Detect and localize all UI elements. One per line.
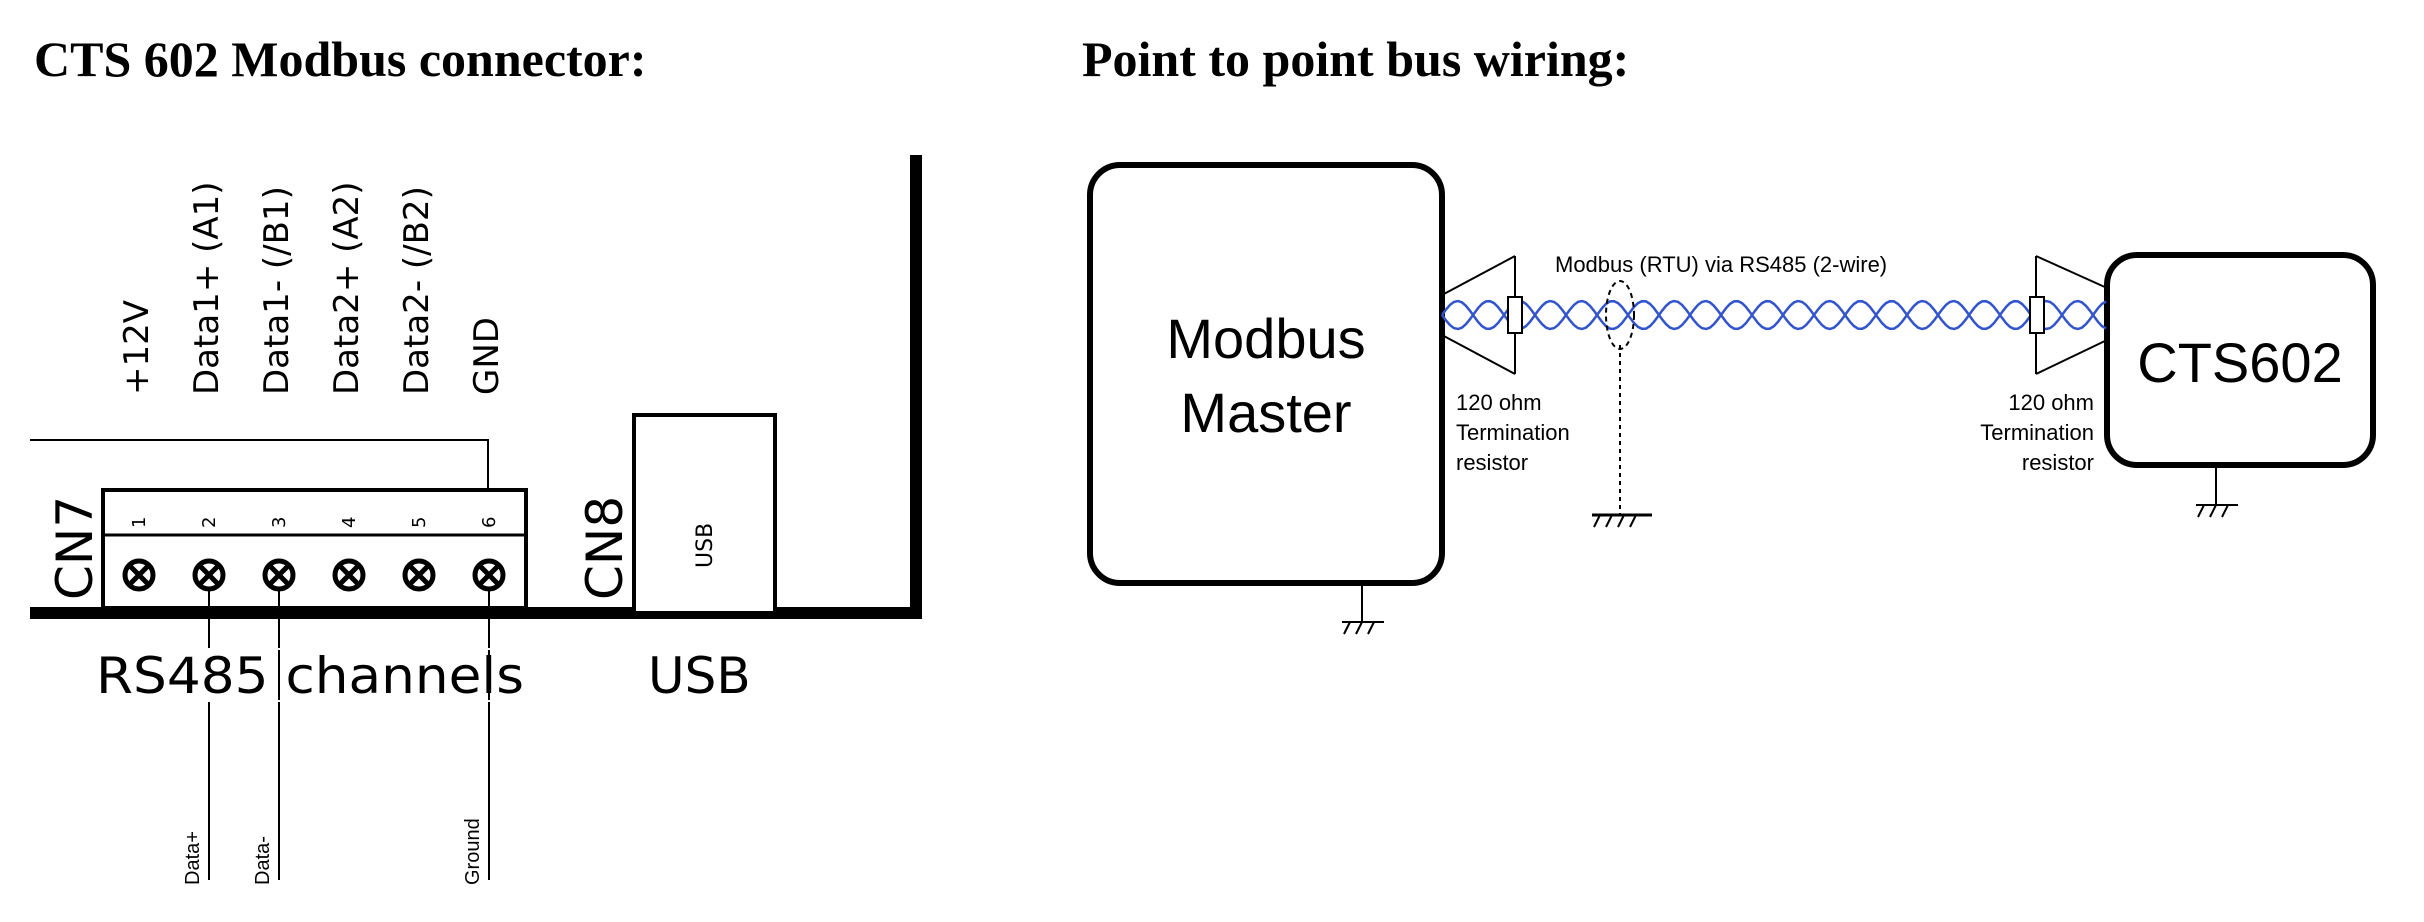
screw-terminal-icon: [122, 558, 156, 592]
term-right-line-2: Termination: [1980, 420, 2094, 445]
rs485-label-bg: [92, 648, 528, 702]
usb-port: USB: [632, 413, 777, 615]
cn7-terminal-block: 1 2 3 4 5 6: [101, 488, 528, 610]
cn8-label: CN8: [576, 496, 634, 600]
wiring-heading: Point to point bus wiring:: [1082, 31, 1630, 87]
pin-label-data2-minus: Data2- (/B2): [397, 186, 437, 395]
pin-label-data2-plus: Data2+ (A2): [327, 181, 367, 395]
cts602-label: CTS602: [2137, 331, 2342, 394]
pin-label-data1-minus: Data1- (/B1): [257, 186, 297, 395]
screw-terminal-icon: [332, 558, 366, 592]
screw-terminal-icon: [402, 558, 436, 592]
right-termination-label: 120 ohm Termination resistor: [1980, 390, 2094, 475]
wire-label-data-minus: Data-: [252, 836, 274, 885]
modbus-master-box: Modbus Master: [1087, 162, 1445, 586]
usb-port-label: USB: [693, 523, 718, 568]
pin-number-5: 5: [409, 517, 430, 528]
pin-labels: +12V Data1+ (A1) Data1- (/B1) Data2+ (A2…: [117, 181, 507, 395]
term-right-line-1: 120 ohm: [2008, 390, 2094, 415]
right-termination: [2029, 255, 2108, 375]
cts602-box: CTS602: [2104, 252, 2376, 468]
right-resistor-icon: [2029, 296, 2045, 334]
pin-number-3: 3: [269, 517, 290, 528]
cable-shield-icon: [1605, 280, 1635, 350]
left-resistor-icon: [1507, 296, 1523, 334]
connector-heading: CTS 602 Modbus connector:: [34, 31, 647, 87]
pin-number-2: 2: [199, 517, 220, 528]
usb-label: USB: [648, 647, 751, 705]
bus-wire-a: [1440, 299, 2107, 331]
bus-label: Modbus (RTU) via RS485 (2-wire): [1555, 252, 1887, 277]
pin-number-1: 1: [129, 517, 150, 528]
master-line-2: Master: [1180, 381, 1351, 444]
master-line-1: Modbus: [1166, 307, 1365, 370]
cts602-ground-icon: [2196, 465, 2238, 518]
term-right-line-3: resistor: [2022, 450, 2094, 475]
bus-wire-b: [1440, 299, 2107, 331]
wire-labels: Data+ Data- Ground: [182, 818, 484, 885]
signal-wires: [208, 589, 490, 880]
rs485-channels-label: RS485 channels: [96, 647, 524, 705]
cn7-label: CN7: [46, 496, 104, 600]
wire-label-ground: Ground: [462, 818, 484, 885]
left-termination-label: 120 ohm Termination resistor: [1456, 390, 1570, 475]
pin-label-12v: +12V: [117, 300, 157, 395]
pin-label-gnd: GND: [467, 317, 507, 395]
twisted-pair-cable: [1440, 299, 2107, 331]
wire-label-data-plus: Data+: [182, 831, 204, 885]
shield-ground-icon: [1592, 345, 1652, 528]
pin-label-data1-plus: Data1+ (A1): [187, 181, 227, 395]
screw-terminal-icon: [472, 558, 506, 592]
pin-number-6: 6: [479, 517, 500, 528]
master-ground-icon: [1342, 583, 1384, 635]
pin-number-4: 4: [339, 517, 360, 528]
term-left-line-1: 120 ohm: [1456, 390, 1542, 415]
term-left-line-2: Termination: [1456, 420, 1570, 445]
term-left-line-3: resistor: [1456, 450, 1528, 475]
left-termination: [1441, 255, 1523, 375]
